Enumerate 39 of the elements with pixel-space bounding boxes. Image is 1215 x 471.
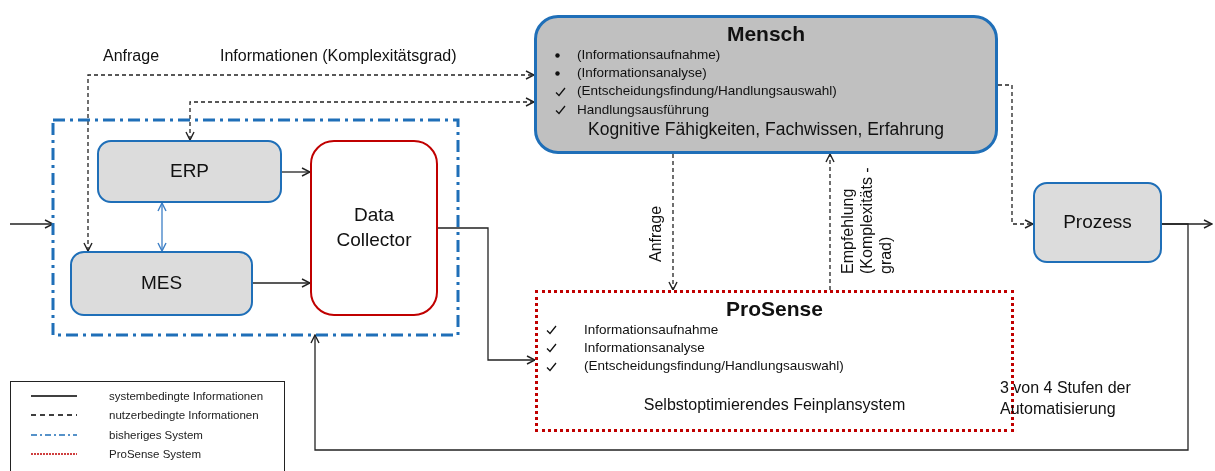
legend-label: ProSense System (109, 448, 202, 461)
system-box (97, 140, 282, 203)
annotation-text: 3 von 4 Stufen der Automatisierung (1000, 378, 1132, 419)
arrow (252, 278, 311, 288)
legend-label: nutzerbedingte Informationen (109, 409, 259, 422)
arrow (437, 227, 536, 365)
edge-label: Empfehlung (Komplexitäts -grad) (838, 166, 896, 274)
list-item: Informationsanalyse (584, 339, 705, 358)
system-box (70, 251, 253, 316)
collector-box (310, 140, 438, 316)
actor-box (534, 15, 998, 154)
node-title: Mensch (725, 22, 807, 46)
arrow (281, 167, 311, 177)
list-item: (Entscheidungsfindung/Handlungsauswahl) (584, 357, 844, 376)
arrow (83, 70, 535, 252)
node-caption: Kognitive Fähigkeiten, Fachwissen, Erfahrung (587, 118, 945, 140)
arrow (668, 153, 678, 291)
system-boundary (53, 120, 458, 335)
arrow (310, 223, 1189, 451)
arrow (825, 153, 835, 291)
node-label: ERP (169, 159, 210, 184)
arrow (9, 219, 54, 229)
legend-label: systembedingte Informationen (109, 389, 264, 402)
annotation-text: Informationen (Komplexitätsgrad) (220, 46, 458, 66)
arrow (997, 84, 1034, 229)
node-label: Data Collector (335, 203, 413, 252)
list-item: (Informationsanalyse) (577, 64, 707, 83)
legend-label: bisheriges System (109, 428, 203, 441)
arrow (185, 97, 535, 141)
annotation-text: Anfrage (103, 46, 161, 66)
system-box (1033, 182, 1162, 263)
node-label: Prozess (1063, 210, 1132, 235)
node-label: MES (140, 271, 183, 296)
arrow (157, 202, 167, 252)
list-item: (Entscheidungsfindung/Handlungsauswahl) (577, 82, 837, 101)
node-title: ProSense (725, 297, 824, 321)
list-item: Handlungsausführung (577, 100, 710, 119)
list-item: Informationsaufnahme (584, 321, 719, 339)
list-item: (Informationsaufnahme) (577, 46, 721, 64)
